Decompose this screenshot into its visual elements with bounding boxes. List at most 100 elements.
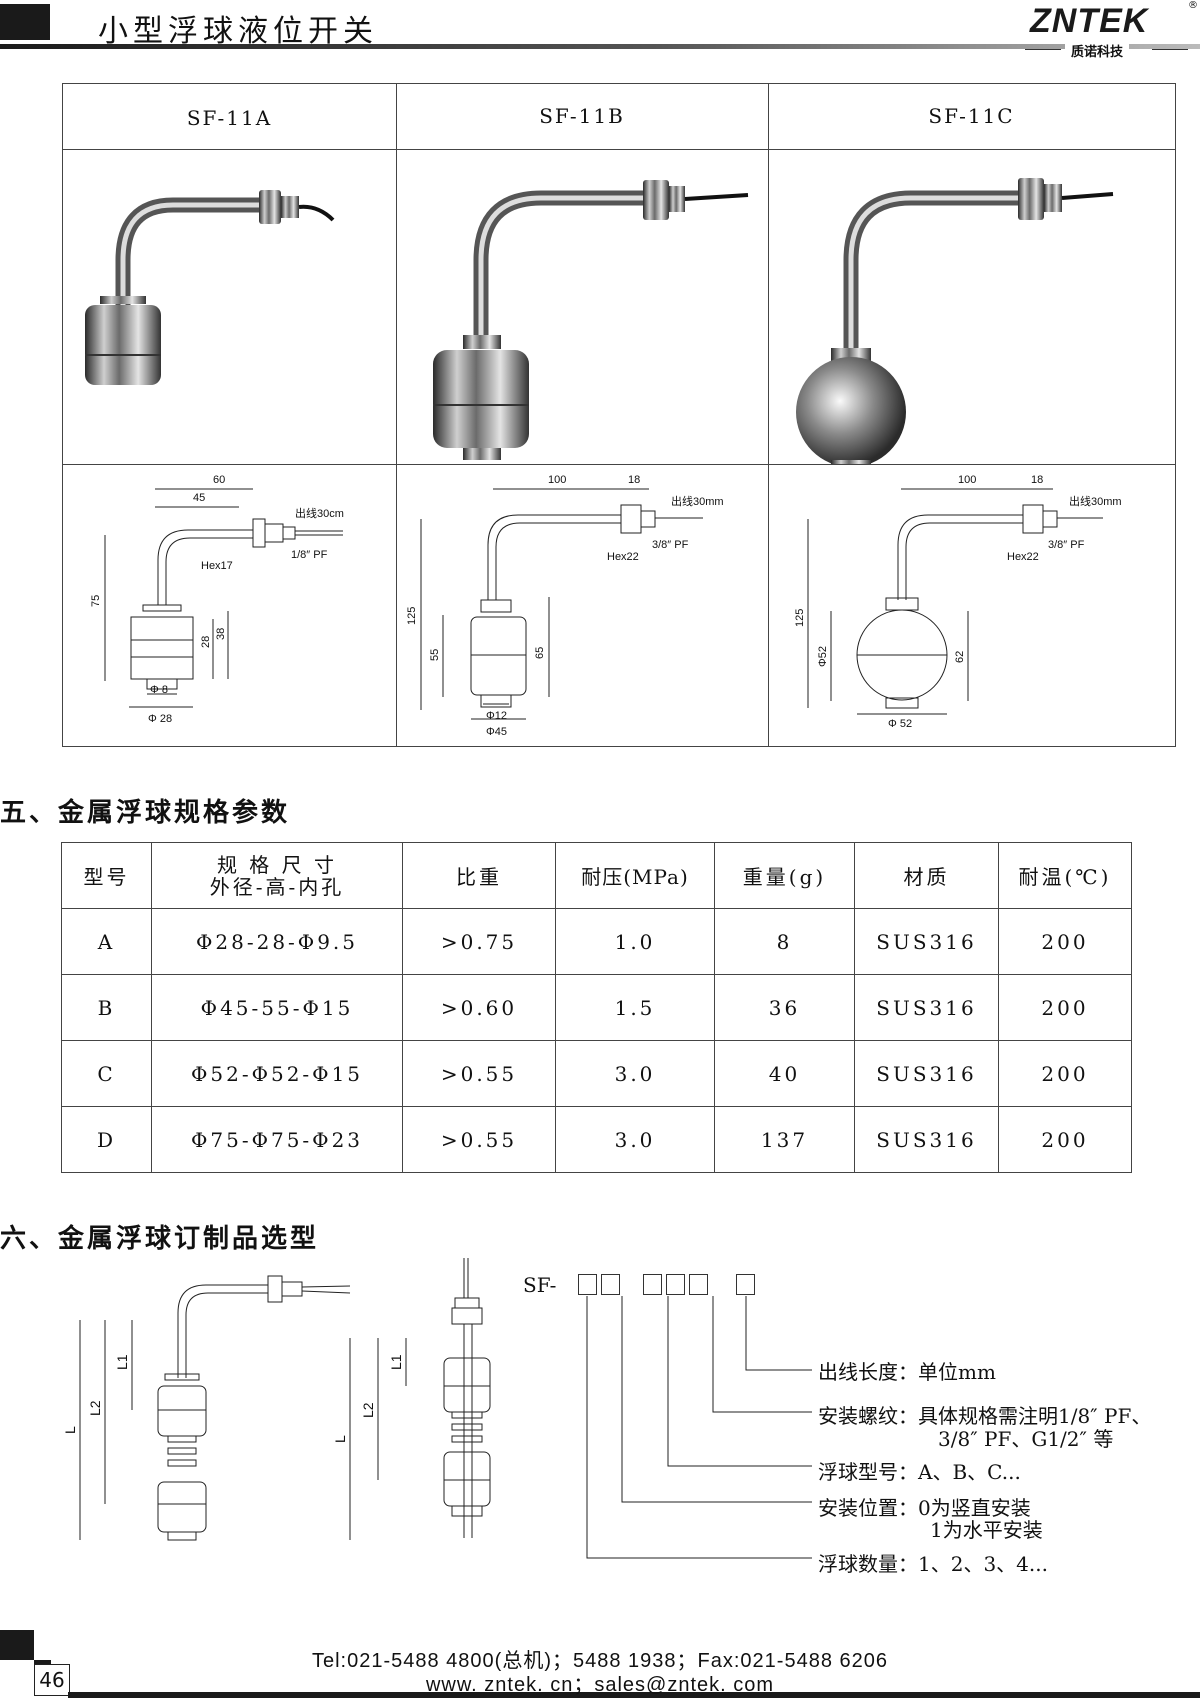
table-row: A Φ28-28-Φ9.5 >0.75 1.0 8 SUS316 200 [61,908,1132,975]
code-leader-lines [586,1296,812,1559]
dim-c-ball-h: 62 [954,651,966,663]
legend-float-count: 浮球数量：1、2、3、4... [818,1552,1048,1576]
code-prefix: SF- [523,1273,557,1297]
model-name-b: SF-11B [539,104,625,128]
dim-c-top: 100 [958,474,976,486]
header-size-line2: 外径-高-内孔 [209,874,345,899]
dim-a-thread: 1/8″ PF [291,549,328,561]
cell-weight: 8 [714,908,855,975]
dim-c-thread: 3/8″ PF [1048,539,1085,551]
dim-b-hole: Φ12 [486,710,507,722]
dim-a-float-h: 28 [200,636,212,648]
logo-dash-left [1025,49,1061,50]
header-size: 规 格 尺 寸 外径-高-内孔 [151,842,403,909]
cell-temp: 200 [998,974,1132,1041]
model-overview-table: SF-11A SF-11B SF-11C [62,83,1176,747]
dim-b-height: 125 [406,607,418,625]
cell-density: >0.55 [402,1040,556,1107]
dim-sel-l: L [62,1426,78,1434]
dim-a-top: 60 [213,474,225,486]
photo-sf-11a [85,190,335,385]
dim-c-height: 125 [794,609,806,627]
dim-b-top: 100 [548,474,566,486]
cell-density: >0.55 [402,1106,556,1173]
dim-b-float-h: 55 [429,649,441,661]
header-pressure: 耐压(MPa) [555,842,715,909]
dim-a-cable: 出线30cm [295,506,344,520]
table-row: C Φ52-Φ52-Φ15 >0.55 3.0 40 SUS316 200 [61,1040,1132,1107]
registered-mark: ® [1188,0,1198,11]
cell-density: >0.60 [402,974,556,1041]
dim-a-float-total: 38 [215,628,227,640]
row-divider [63,149,1175,150]
legend-thread: 安装螺纹：具体规格需注明1/8″ PF、 [818,1404,1152,1428]
cell-material: SUS316 [854,1040,999,1107]
brand-logo: ZNTEK [1030,2,1149,40]
dim-b-cable: 出线30mm [671,494,724,508]
dim-b-right: 18 [628,474,640,486]
dim-a-inner: 45 [193,492,205,504]
footer-rule [68,1692,1200,1698]
dim-sel-l1: L1 [114,1354,130,1370]
cell-size: Φ45-55-Φ15 [151,974,403,1041]
model-drawings: 60 45 出线30cm Hex17 1/8″ PF 75 28 38 Φ 8 … [90,474,1122,738]
cell-model: A [61,908,152,975]
cell-temp: 200 [998,1040,1132,1107]
dim-sel-l2-v: L2 [360,1402,376,1418]
legend-thread-line2: 3/8″ PF、G1/2″ 等 [938,1427,1114,1451]
dim-b-dia: Φ45 [486,726,507,738]
cell-weight: 137 [714,1106,855,1173]
column-divider [768,84,769,746]
cell-pressure: 3.0 [555,1040,715,1107]
model-name-a: SF-11A [186,106,273,130]
header-square-mark [0,4,50,40]
cell-temp: 200 [998,908,1132,975]
cell-temp: 200 [998,1106,1132,1173]
custom-float-drawings: L L2 L1 L L2 L1 [62,1258,491,1541]
photo-sf-11c [796,178,1114,464]
column-divider [396,84,397,746]
photo-sf-11b [433,180,749,460]
code-box [578,1274,597,1295]
header-model: 型号 [61,842,152,909]
dim-a-height: 75 [90,595,102,607]
code-box [601,1274,620,1295]
dim-c-dia: Φ 52 [888,718,912,730]
spec-header-row: 型号 规 格 尺 寸 外径-高-内孔 比重 耐压(MPa) 重量(g) 材质 耐… [61,842,1132,909]
legend-mount-position-line2: 1为水平安装 [930,1518,1043,1542]
code-box [689,1274,708,1295]
cell-weight: 36 [714,974,855,1041]
header-size-line1: 规 格 尺 寸 [216,852,338,877]
section5-title: 五、金属浮球规格参数 [0,798,291,828]
dim-c-ball-dia: Φ52 [817,646,829,667]
dim-a-hex: Hex17 [201,560,233,572]
cell-weight: 40 [714,1040,855,1107]
cell-size: Φ28-28-Φ9.5 [151,908,403,975]
header-weight: 重量(g) [714,842,855,909]
table-row: B Φ45-55-Φ15 >0.60 1.5 36 SUS316 200 [61,974,1132,1041]
cell-material: SUS316 [854,1106,999,1173]
legend-mount-position: 安装位置：0为竖直安装 [818,1496,1031,1520]
table-row: D Φ75-Φ75-Φ23 >0.55 3.0 137 SUS316 200 [61,1106,1132,1173]
cell-material: SUS316 [854,974,999,1041]
cell-density: >0.75 [402,908,556,975]
page-title: 小型浮球液位开关 [98,14,378,49]
header-material: 材质 [854,842,999,909]
legend-cable-length: 出线长度：单位mm [818,1360,996,1384]
footer-contact-web: www. zntek. cn；sales@zntek. com [425,1674,775,1696]
footer-contact-phone: Tel:021-5488 4800(总机)；5488 1938；Fax:021-… [311,1650,889,1672]
header-density: 比重 [402,842,556,909]
dim-sel-l1-v: L1 [388,1354,404,1370]
dim-b-hex: Hex22 [607,551,639,563]
page-number: 46 [34,1664,70,1696]
dim-sel-l2: L2 [87,1400,103,1416]
dim-b-float-total: 65 [534,647,546,659]
cell-model: C [61,1040,152,1107]
code-box [666,1274,685,1295]
code-box [736,1274,755,1295]
dim-c-hex: Hex22 [1007,551,1039,563]
cell-model: D [61,1106,152,1173]
model-name-c: SF-11C [928,104,1015,128]
spec-table: 型号 规 格 尺 寸 外径-高-内孔 比重 耐压(MPa) 重量(g) 材质 耐… [61,842,1132,1173]
cell-pressure: 1.0 [555,908,715,975]
